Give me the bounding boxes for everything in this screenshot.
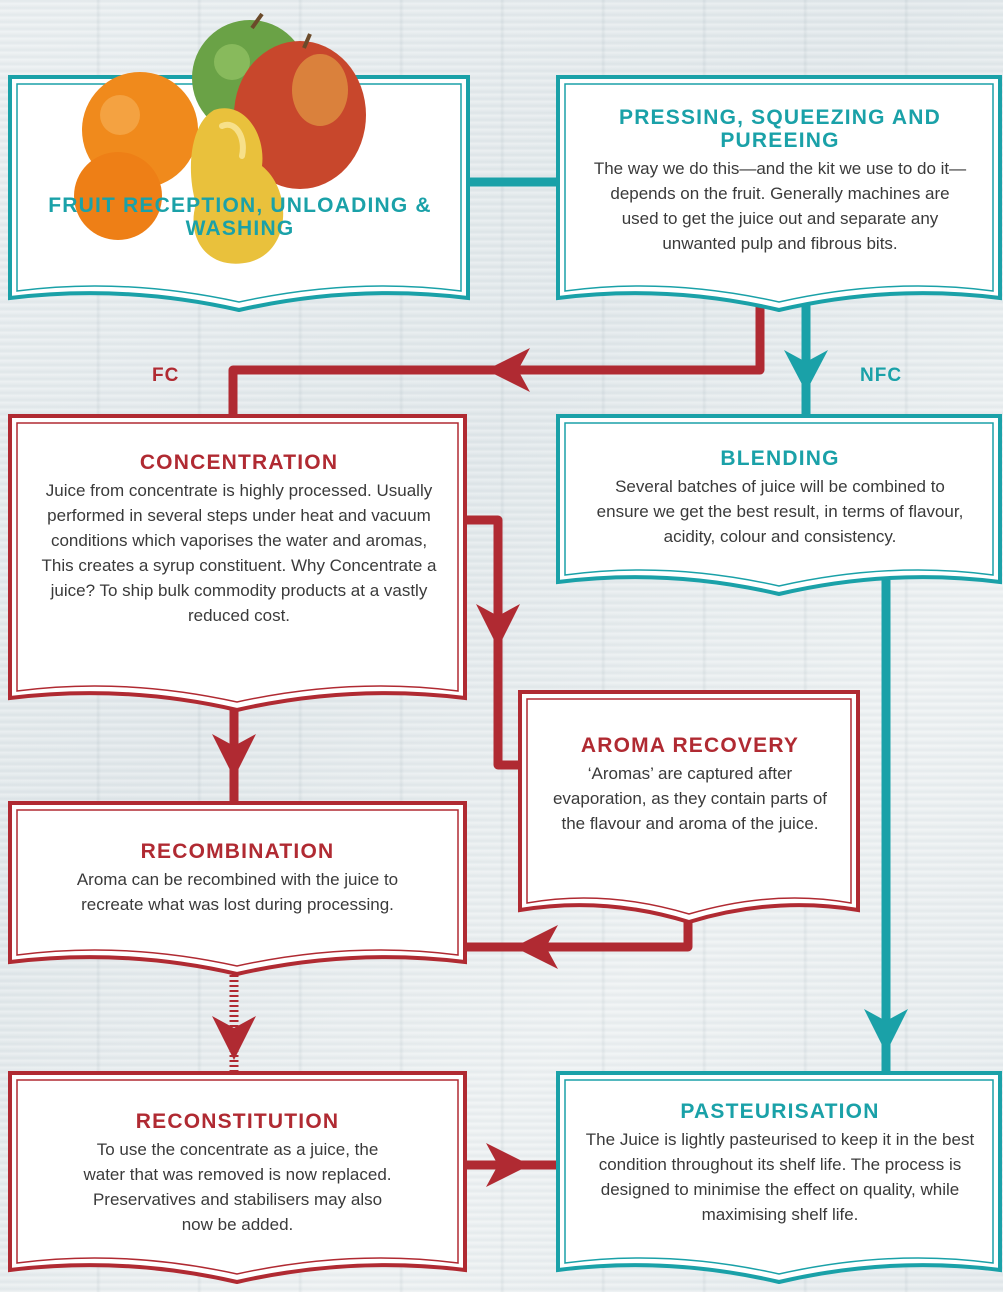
node-title: PASTEURISATION: [680, 1100, 880, 1123]
frame-reconstitution: [8, 1071, 467, 1285]
arrowhead-pasteurisation-down: [864, 1009, 908, 1053]
node-blending: BLENDING Several batches of juice will b…: [575, 447, 985, 549]
arrowhead-fc: [486, 348, 530, 392]
connector-pressing-concentration: [228, 300, 765, 420]
connector-concentration-aroma: [465, 515, 522, 770]
label-nfc: NFC: [860, 365, 903, 386]
node-body: To use the concentrate as a juice, the w…: [83, 1140, 392, 1234]
node-title: CONCENTRATION: [139, 451, 339, 474]
node-pressing: PRESSING, SQUEEZING AND PUREEING The way…: [575, 106, 985, 256]
connector-aroma-recombination: [465, 918, 693, 952]
label-fc: FC: [152, 365, 180, 386]
node-title: BLENDING: [720, 447, 840, 470]
arrowhead-pasteurisation-right: [486, 1143, 530, 1187]
node-body: Several batches of juice will be combine…: [596, 477, 964, 546]
node-reconstitution: RECONSTITUTION To use the concentrate as…: [60, 1110, 415, 1237]
frame-blending: [556, 414, 1002, 597]
node-body: The Juice is lightly pasteurised to keep…: [585, 1130, 975, 1224]
frame-pressing: [556, 75, 1002, 313]
arrowhead-aroma-down: [476, 604, 520, 648]
node-body: Juice from concentrate is highly process…: [41, 481, 437, 625]
node-aroma: AROMA RECOVERY ‘Aromas’ are captured aft…: [540, 734, 840, 836]
node-body: Aroma can be recombined with the juice t…: [76, 870, 399, 914]
arrowhead-recombination-left: [514, 925, 558, 969]
frame-pasteurisation: [556, 1071, 1002, 1285]
arrowhead-nfc: [784, 350, 828, 392]
node-concentration: CONCENTRATION Juice from concentrate is …: [30, 451, 448, 628]
node-title: RECOMBINATION: [140, 840, 335, 863]
node-title: PRESSING, SQUEEZING AND PUREEING: [618, 106, 942, 152]
node-recombination: RECOMBINATION Aroma can be recombined wi…: [60, 840, 415, 917]
frame-recombination: [8, 801, 467, 977]
arrowhead-reconstitution-down: [212, 1016, 256, 1060]
node-body: The way we do this—and the kit we use to…: [593, 159, 967, 253]
node-title: AROMA RECOVERY: [580, 734, 800, 757]
arrowhead-concentration-down: [212, 734, 256, 778]
frame-aroma: [518, 690, 860, 925]
node-title: RECONSTITUTION: [135, 1110, 340, 1133]
fruit-cluster-icon: [74, 12, 366, 264]
node-reception: FRUIT RECEPTION, UNLOADING & WASHING: [30, 194, 450, 244]
node-title: FRUIT RECEPTION, UNLOADING & WASHING: [48, 194, 432, 240]
frame-concentration: [8, 414, 467, 713]
node-pasteurisation: PASTEURISATION The Juice is lightly past…: [575, 1100, 985, 1227]
node-body: ‘Aromas’ are captured after evaporation,…: [552, 764, 828, 833]
